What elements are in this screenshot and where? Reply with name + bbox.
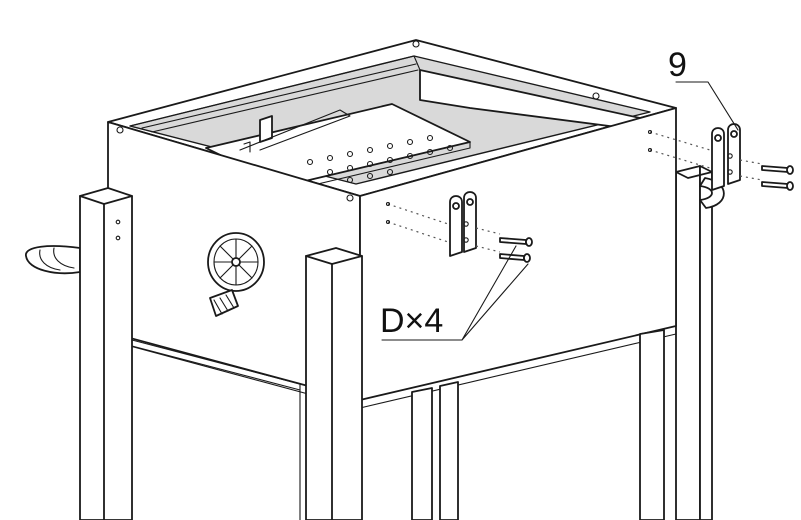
back-right-leg xyxy=(675,165,713,520)
hardware-quantity-label: D×4 xyxy=(380,302,443,340)
hardware-leader-line xyxy=(381,245,529,341)
air-vent-dial xyxy=(207,232,265,317)
front-screws xyxy=(475,227,533,263)
front-left-leg xyxy=(79,187,133,520)
part-9-leader-line xyxy=(675,81,739,131)
rear-screws xyxy=(739,159,794,191)
part-number-label: 9 xyxy=(668,46,687,84)
tray-holes xyxy=(306,134,454,184)
part-9-bracket xyxy=(711,123,741,191)
front-middle-leg xyxy=(305,247,363,520)
lower-frame xyxy=(131,329,665,520)
left-side-handle xyxy=(25,245,81,275)
front-bracket xyxy=(449,191,477,257)
grill-box xyxy=(107,39,677,409)
